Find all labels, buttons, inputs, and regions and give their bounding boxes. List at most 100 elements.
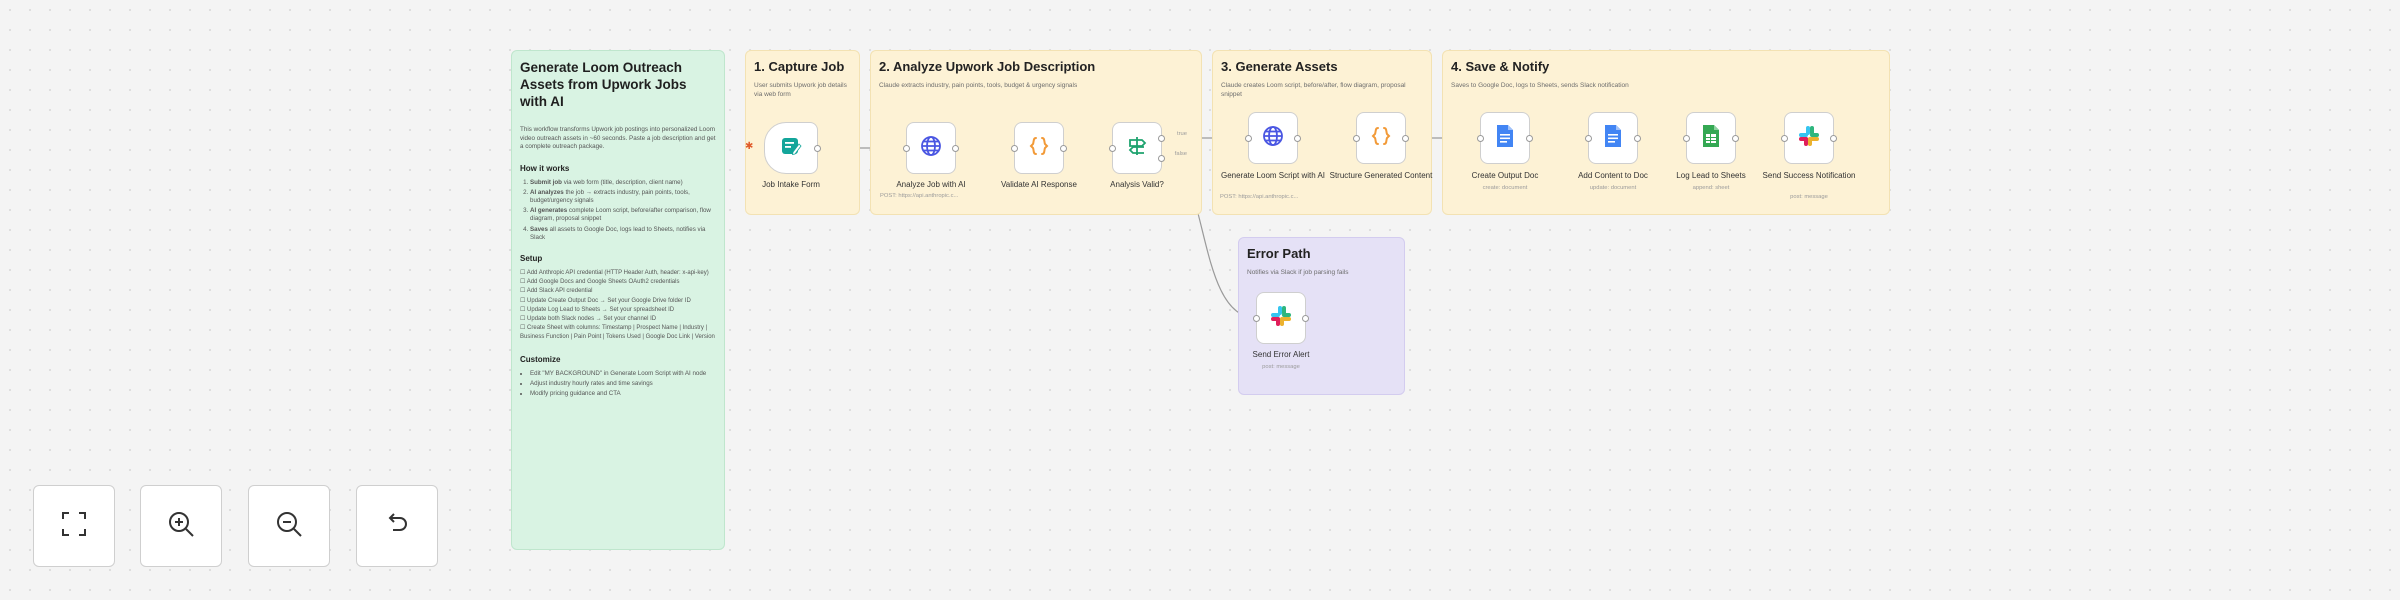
if-signpost-icon	[1125, 134, 1149, 163]
output-port[interactable]	[1526, 135, 1533, 142]
overview-description: This workflow transforms Upwork job post…	[520, 126, 716, 150]
node-subtitle: POST: https://api.anthropic.c...	[1220, 194, 1299, 200]
google-docs-icon	[1495, 124, 1515, 153]
slack-icon	[1269, 304, 1293, 333]
node-generate-loom-script[interactable]	[1245, 112, 1301, 164]
input-port[interactable]	[1585, 135, 1592, 142]
sticky-title: 1. Capture Job	[754, 59, 845, 74]
node-send-error-alert[interactable]	[1253, 292, 1309, 344]
output-port-false[interactable]	[1158, 155, 1165, 162]
sticky-description: User submits Upwork job details via web …	[754, 82, 847, 98]
fit-to-view-icon	[59, 509, 89, 544]
customize-item: Edit "MY BACKGROUND" in Generate Loom Sc…	[530, 370, 716, 378]
node-subtitle: update: document	[1589, 185, 1637, 191]
setup-line: ☐ Update both Slack nodes → Set your cha…	[520, 315, 657, 322]
node-label: Add Content to Doc	[1578, 171, 1648, 180]
zoom-in-button[interactable]	[140, 485, 222, 567]
sticky-description: Claude extracts industry, pain points, t…	[879, 82, 1078, 89]
node-label: Send Error Alert	[1252, 350, 1310, 359]
setup-checklist: ☐ Add Anthropic API credential (HTTP Hea…	[520, 269, 716, 343]
zoom-out-button[interactable]	[248, 485, 330, 567]
node-subtitle: post: message	[1262, 364, 1300, 370]
output-port-true[interactable]	[1158, 135, 1165, 142]
setup-line: ☐ Update Log Lead to Sheets → Set your s…	[520, 306, 675, 313]
sticky-title: 3. Generate Assets	[1221, 59, 1338, 74]
node-analyze-job-with-ai[interactable]	[903, 122, 959, 174]
node-label: Analysis Valid?	[1110, 180, 1164, 189]
globe-icon	[919, 134, 943, 163]
node-validate-ai-response[interactable]	[1011, 122, 1067, 174]
google-sheets-icon	[1701, 124, 1721, 153]
input-port[interactable]	[1781, 135, 1788, 142]
node-send-success-notification[interactable]	[1781, 112, 1837, 164]
node-structure-generated-content[interactable]	[1353, 112, 1409, 164]
input-port[interactable]	[1109, 145, 1116, 152]
output-port[interactable]	[1830, 135, 1837, 142]
sticky-title: Error Path	[1247, 246, 1311, 261]
setup-line: ☐ Add Slack API credential	[520, 288, 593, 295]
node-subtitle: append: sheet	[1692, 185, 1730, 191]
node-add-content-to-doc[interactable]	[1585, 112, 1641, 164]
node-label: Send Success Notification	[1762, 171, 1856, 180]
input-port[interactable]	[1011, 145, 1018, 152]
output-port[interactable]	[1402, 135, 1409, 142]
how-item: AI analyzes the job → extracts industry,…	[530, 189, 716, 205]
node-label: Create Output Doc	[1471, 171, 1539, 180]
node-log-lead-to-sheets[interactable]	[1683, 112, 1739, 164]
how-it-works-heading: How it works	[520, 163, 570, 173]
how-it-works-list: Submit job via web form (title, descript…	[520, 179, 716, 242]
sticky-description: Notifies via Slack if job parsing fails	[1247, 269, 1349, 276]
google-docs-icon	[1603, 124, 1623, 153]
setup-line: ☐ Create Sheet with columns: Timestamp |…	[520, 325, 715, 341]
sticky-title: 4. Save & Notify	[1451, 59, 1550, 74]
input-port[interactable]	[1683, 135, 1690, 142]
output-port[interactable]	[814, 145, 821, 152]
output-port[interactable]	[952, 145, 959, 152]
node-create-output-doc[interactable]	[1477, 112, 1533, 164]
output-port[interactable]	[1294, 135, 1301, 142]
output-port[interactable]	[1060, 145, 1067, 152]
customize-list: Edit "MY BACKGROUND" in Generate Loom Sc…	[520, 370, 716, 399]
input-port[interactable]	[903, 145, 910, 152]
false-branch-label: false	[1174, 151, 1187, 157]
output-port[interactable]	[1732, 135, 1739, 142]
setup-line: ☐ Add Anthropic API credential (HTTP Hea…	[520, 269, 709, 276]
input-port[interactable]	[1477, 135, 1484, 142]
how-item: AI generates complete Loom script, befor…	[530, 207, 716, 223]
node-subtitle: create: document	[1482, 185, 1528, 191]
globe-icon	[1261, 124, 1285, 153]
slack-icon	[1797, 124, 1821, 153]
output-port[interactable]	[1302, 315, 1309, 322]
fit-to-view-button[interactable]	[33, 485, 115, 567]
how-item: Saves all assets to Google Doc, logs lea…	[530, 226, 716, 242]
form-icon	[780, 135, 802, 162]
customize-item: Modify pricing guidance and CTA	[530, 390, 716, 398]
input-port[interactable]	[1353, 135, 1360, 142]
output-port[interactable]	[1634, 135, 1641, 142]
input-port[interactable]	[1253, 315, 1260, 322]
zoom-in-icon	[166, 509, 196, 544]
how-item: Submit job via web form (title, descript…	[530, 179, 716, 187]
node-job-intake-form[interactable]	[764, 122, 821, 174]
true-branch-label: true	[1177, 131, 1187, 137]
trigger-marker-icon: ✱	[745, 141, 754, 152]
customize-item: Adjust industry hourly rates and time sa…	[530, 380, 716, 388]
node-subtitle: POST: https://api.anthropic.c...	[880, 193, 959, 199]
node-analysis-valid-if[interactable]	[1109, 122, 1165, 174]
input-port[interactable]	[1245, 135, 1252, 142]
sticky-description: Saves to Google Doc, logs to Sheets, sen…	[1451, 82, 1629, 89]
sticky-description: Claude creates Loom script, before/after…	[1221, 82, 1406, 98]
code-braces-icon	[1027, 134, 1051, 163]
setup-heading: Setup	[520, 253, 543, 263]
overview-sticky-note[interactable]: Generate Loom Outreach Assets from Upwor…	[511, 50, 725, 550]
setup-line: ☐ Update Create Output Doc → Set your Go…	[520, 297, 691, 304]
node-label: Generate Loom Script with AI	[1220, 171, 1326, 180]
sticky-title: 2. Analyze Upwork Job Description	[879, 59, 1096, 74]
node-label: Analyze Job with AI	[896, 180, 966, 189]
node-label: Job Intake Form	[762, 180, 820, 189]
node-label: Structure Generated Content	[1329, 171, 1433, 180]
node-label: Validate AI Response	[1001, 180, 1077, 189]
undo-icon	[382, 509, 412, 544]
code-braces-icon	[1369, 124, 1393, 153]
reset-zoom-button[interactable]	[356, 485, 438, 567]
